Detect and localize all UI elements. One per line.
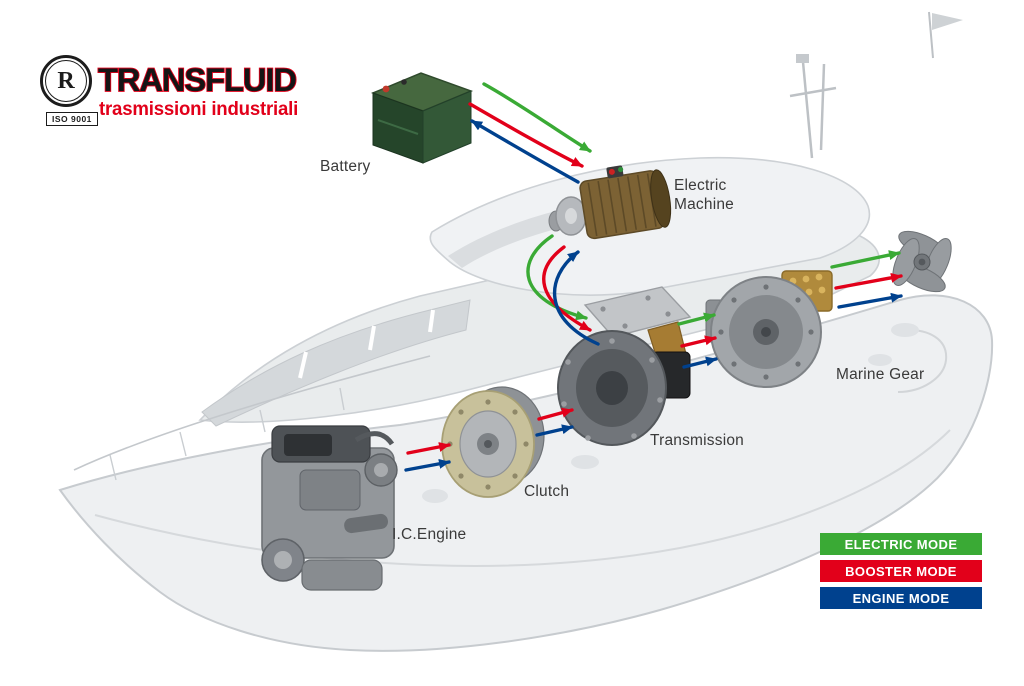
iso-label: ISO 9001: [46, 112, 98, 126]
battery-terminal-negative: [401, 79, 407, 85]
ic-engine-label: I.C.Engine: [392, 526, 467, 543]
legend-engine-mode: ENGINE MODE: [820, 587, 982, 609]
arrow-engine-to-clutch-booster: [406, 442, 451, 455]
electric-machine-indicator-green: [618, 166, 624, 173]
arrow-gear-to-propeller-engine: [837, 292, 903, 309]
arrow-em-to-driveline-electric: [526, 234, 588, 321]
boat-mast: [789, 61, 837, 159]
certification-seal: R: [40, 55, 92, 107]
boat-stanchions: [109, 387, 345, 481]
battery-illustration: [370, 72, 474, 164]
boat-waterline: [94, 429, 951, 567]
brand-wordmark: TRANSFLUID: [97, 61, 298, 99]
legend-booster-mode: BOOSTER MODE: [820, 560, 982, 582]
battery-stripe: [377, 119, 419, 135]
seal-letter: R: [45, 60, 87, 102]
clutch-label: Clutch: [524, 483, 570, 500]
electric-machine-label-line1: Electric: [674, 177, 727, 194]
boat-porthole-4: [422, 489, 448, 503]
electric-machine-indicator-red: [608, 168, 615, 175]
boat-window-band: [201, 299, 471, 427]
arrow-em-to-driveline-booster: [542, 245, 592, 332]
arrow-transmission-to-gear-booster: [680, 335, 717, 348]
flag: [932, 13, 963, 30]
arrow-em-to-battery-engine: [470, 119, 580, 184]
brand-tagline: trasmissioni industriali: [99, 99, 299, 120]
boat-porthole-2: [868, 354, 892, 366]
arrow-engine-to-clutch-engine: [404, 458, 451, 472]
arrow-gear-to-propeller-electric: [830, 250, 901, 269]
flow-arrows: [404, 82, 903, 472]
arrow-transmission-to-gear-electric: [677, 312, 716, 326]
arrow-battery-to-em-electric: [482, 82, 592, 153]
arrow-clutch-to-transmission-booster: [537, 407, 574, 421]
electric-machine-label-line2: Machine: [674, 196, 734, 213]
battery-label: Battery: [320, 158, 371, 175]
boat-porthole-3: [571, 455, 599, 469]
flag-pole: [928, 11, 934, 59]
boat-porthole-1: [891, 323, 919, 337]
electric-machine-illustration: [548, 165, 672, 240]
arrow-driveline-to-em-engine: [552, 250, 600, 346]
mode-legend: ELECTRIC MODE BOOSTER MODE ENGINE MODE: [820, 533, 982, 609]
arrow-battery-to-em-booster: [468, 102, 584, 168]
clutch-illustration: [441, 386, 545, 498]
boat-window-mullions: [298, 309, 435, 379]
marine-gear-illustration: [705, 270, 833, 388]
battery-terminal-positive: [382, 85, 390, 93]
transmission-illustration: [557, 286, 692, 446]
arrow-clutch-to-transmission-engine: [535, 424, 574, 437]
arrow-transmission-to-gear-engine: [682, 356, 718, 369]
boat-railing: [73, 355, 431, 471]
arrow-gear-to-propeller-booster: [834, 272, 903, 290]
brand-name-text: TRANSFLUID: [98, 62, 296, 98]
legend-electric-mode: ELECTRIC MODE: [820, 533, 982, 555]
marine-gear-label: Marine Gear: [836, 366, 925, 383]
electric-machine-label: Electric Machine: [674, 176, 734, 214]
boat-stern-detail: [897, 328, 948, 393]
boat-mast-light: [796, 54, 809, 63]
transmission-label: Transmission: [650, 432, 744, 449]
ic-engine-illustration: [261, 425, 398, 591]
propeller-illustration: [892, 230, 952, 293]
